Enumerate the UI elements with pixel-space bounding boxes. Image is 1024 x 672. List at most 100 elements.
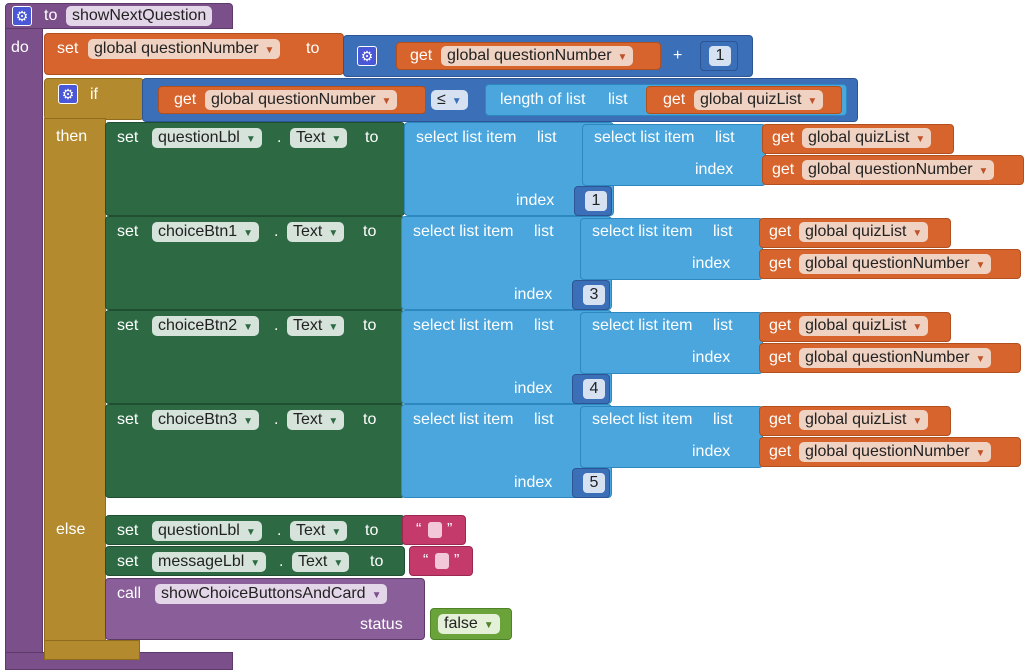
component-name: choiceBtn3 (158, 411, 238, 428)
variable-dropdown[interactable]: global quizList▼ (799, 222, 929, 242)
dot-separator: . (277, 522, 282, 539)
get-label: get (663, 91, 686, 108)
component-dropdown[interactable]: questionLbl▼ (152, 521, 262, 541)
component-dropdown[interactable]: questionLbl▼ (152, 128, 262, 148)
chevron-down-icon: ▼ (451, 96, 462, 107)
chevron-down-icon: ▼ (328, 228, 339, 239)
chevron-down-icon: ▼ (912, 416, 923, 427)
chevron-down-icon: ▼ (243, 322, 254, 333)
gear-icon[interactable]: ⚙ (357, 46, 377, 66)
compare-operator-dropdown[interactable]: ≤▼ (431, 90, 468, 110)
call-label: call (117, 585, 142, 602)
index-label: index (514, 380, 553, 397)
text-value-field[interactable] (428, 522, 442, 538)
property-dropdown[interactable]: Text▼ (287, 410, 345, 430)
variable-dropdown[interactable]: global questionNumber▼ (802, 160, 995, 180)
variable-dropdown[interactable]: global quizList▼ (694, 90, 824, 110)
number-value[interactable]: 3 (583, 285, 605, 305)
variable-name: global quizList (805, 411, 907, 428)
number-value[interactable]: 1 (709, 46, 731, 66)
variable-dropdown[interactable]: global questionNumber▼ (799, 254, 992, 274)
component-dropdown[interactable]: choiceBtn1 ▼ (152, 222, 260, 242)
component-name: questionLbl (158, 522, 240, 539)
dot-separator: . (277, 129, 282, 146)
property-dropdown[interactable]: Text▼ (287, 222, 345, 242)
property-dropdown[interactable]: Text ▼ (290, 521, 348, 541)
index-label: index (692, 443, 731, 460)
get-label: get (769, 443, 792, 460)
chevron-down-icon: ▼ (331, 527, 342, 538)
number-value[interactable]: 1 (585, 191, 607, 211)
variable-name: global quizList (700, 91, 802, 108)
property-dropdown[interactable]: Text▼ (292, 552, 350, 572)
status-label: status (360, 616, 403, 633)
variable-dropdown[interactable]: global questionNumber▼ (88, 39, 281, 59)
number-value[interactable]: 5 (583, 473, 605, 493)
property-name: Text (296, 522, 326, 539)
text-value-field[interactable] (435, 553, 449, 569)
boolean-dropdown[interactable]: false▼ (438, 614, 500, 634)
boolean-value: false (444, 615, 478, 632)
open-quote: “ (423, 552, 429, 569)
number-value[interactable]: 4 (583, 379, 605, 399)
procedure-dropdown[interactable]: showChoiceButtonsAndCard▼ (155, 584, 388, 604)
property-dropdown[interactable]: Text▼ (290, 128, 348, 148)
gear-icon[interactable]: ⚙ (58, 84, 78, 104)
variable-name: global questionNumber (805, 443, 970, 460)
set-label: set (57, 40, 79, 57)
variable-name: global quizList (805, 317, 907, 334)
get-label: get (769, 223, 792, 240)
variable-dropdown[interactable]: global questionNumber ▼ (799, 442, 992, 462)
select-list-item-label: select list item (413, 317, 514, 334)
component-dropdown[interactable]: messageLbl ▼ (152, 552, 267, 572)
get-label: get (769, 349, 792, 366)
variable-dropdown[interactable]: global questionNumber▼ (441, 46, 634, 66)
gear-icon[interactable]: ⚙ (12, 6, 32, 26)
component-name: messageLbl (158, 553, 245, 570)
variable-dropdown[interactable]: global quizList▼ (802, 128, 932, 148)
to-label: to (363, 317, 377, 334)
get-label: get (410, 47, 433, 64)
chevron-down-icon: ▼ (243, 228, 254, 239)
index-label: index (514, 286, 553, 303)
set-label: set (117, 411, 139, 428)
get-label: get (769, 255, 792, 272)
property-dropdown[interactable]: Text▼ (287, 316, 345, 336)
set-label: set (117, 522, 139, 539)
to-label: to (365, 522, 379, 539)
to-label: to (370, 553, 384, 570)
variable-name: global questionNumber (94, 40, 259, 57)
open-quote: “ (416, 521, 422, 538)
variable-dropdown[interactable]: global quizList ▼ (799, 316, 929, 336)
component-dropdown[interactable]: choiceBtn2 ▼ (152, 316, 260, 336)
procedure-name-field[interactable]: showNextQuestion (66, 6, 213, 26)
component-dropdown[interactable]: choiceBtn3▼ (152, 410, 260, 430)
select-list-item-label: select list item (413, 411, 514, 428)
variable-dropdown[interactable]: global quizList ▼ (799, 410, 929, 430)
select-list-item-block[interactable] (580, 218, 763, 280)
do-label: do (11, 39, 29, 56)
then-label: then (56, 128, 88, 145)
variable-dropdown[interactable]: global questionNumber▼ (799, 348, 992, 368)
dot-separator: . (274, 223, 279, 240)
variable-name: global questionNumber (805, 255, 970, 272)
variable-dropdown[interactable]: global questionNumber▼ (205, 90, 398, 110)
dot-separator: . (274, 411, 279, 428)
component-name: questionLbl (158, 129, 240, 146)
get-label: get (772, 129, 795, 146)
component-name: choiceBtn1 (158, 223, 238, 240)
chevron-down-icon: ▼ (975, 448, 986, 459)
select-list-item-block[interactable] (580, 312, 763, 374)
select-list-item-block[interactable] (582, 124, 766, 186)
list-label: list (534, 411, 554, 428)
variable-name: global questionNumber (805, 349, 970, 366)
chevron-down-icon: ▼ (328, 416, 339, 427)
chevron-down-icon: ▼ (912, 322, 923, 333)
component-name: choiceBtn2 (158, 317, 238, 334)
plus-operator: + (673, 47, 683, 64)
chevron-down-icon: ▼ (250, 558, 261, 569)
chevron-down-icon: ▼ (915, 134, 926, 145)
to-label: to (363, 223, 377, 240)
select-list-item-block[interactable] (580, 406, 763, 468)
index-label: index (695, 161, 734, 178)
